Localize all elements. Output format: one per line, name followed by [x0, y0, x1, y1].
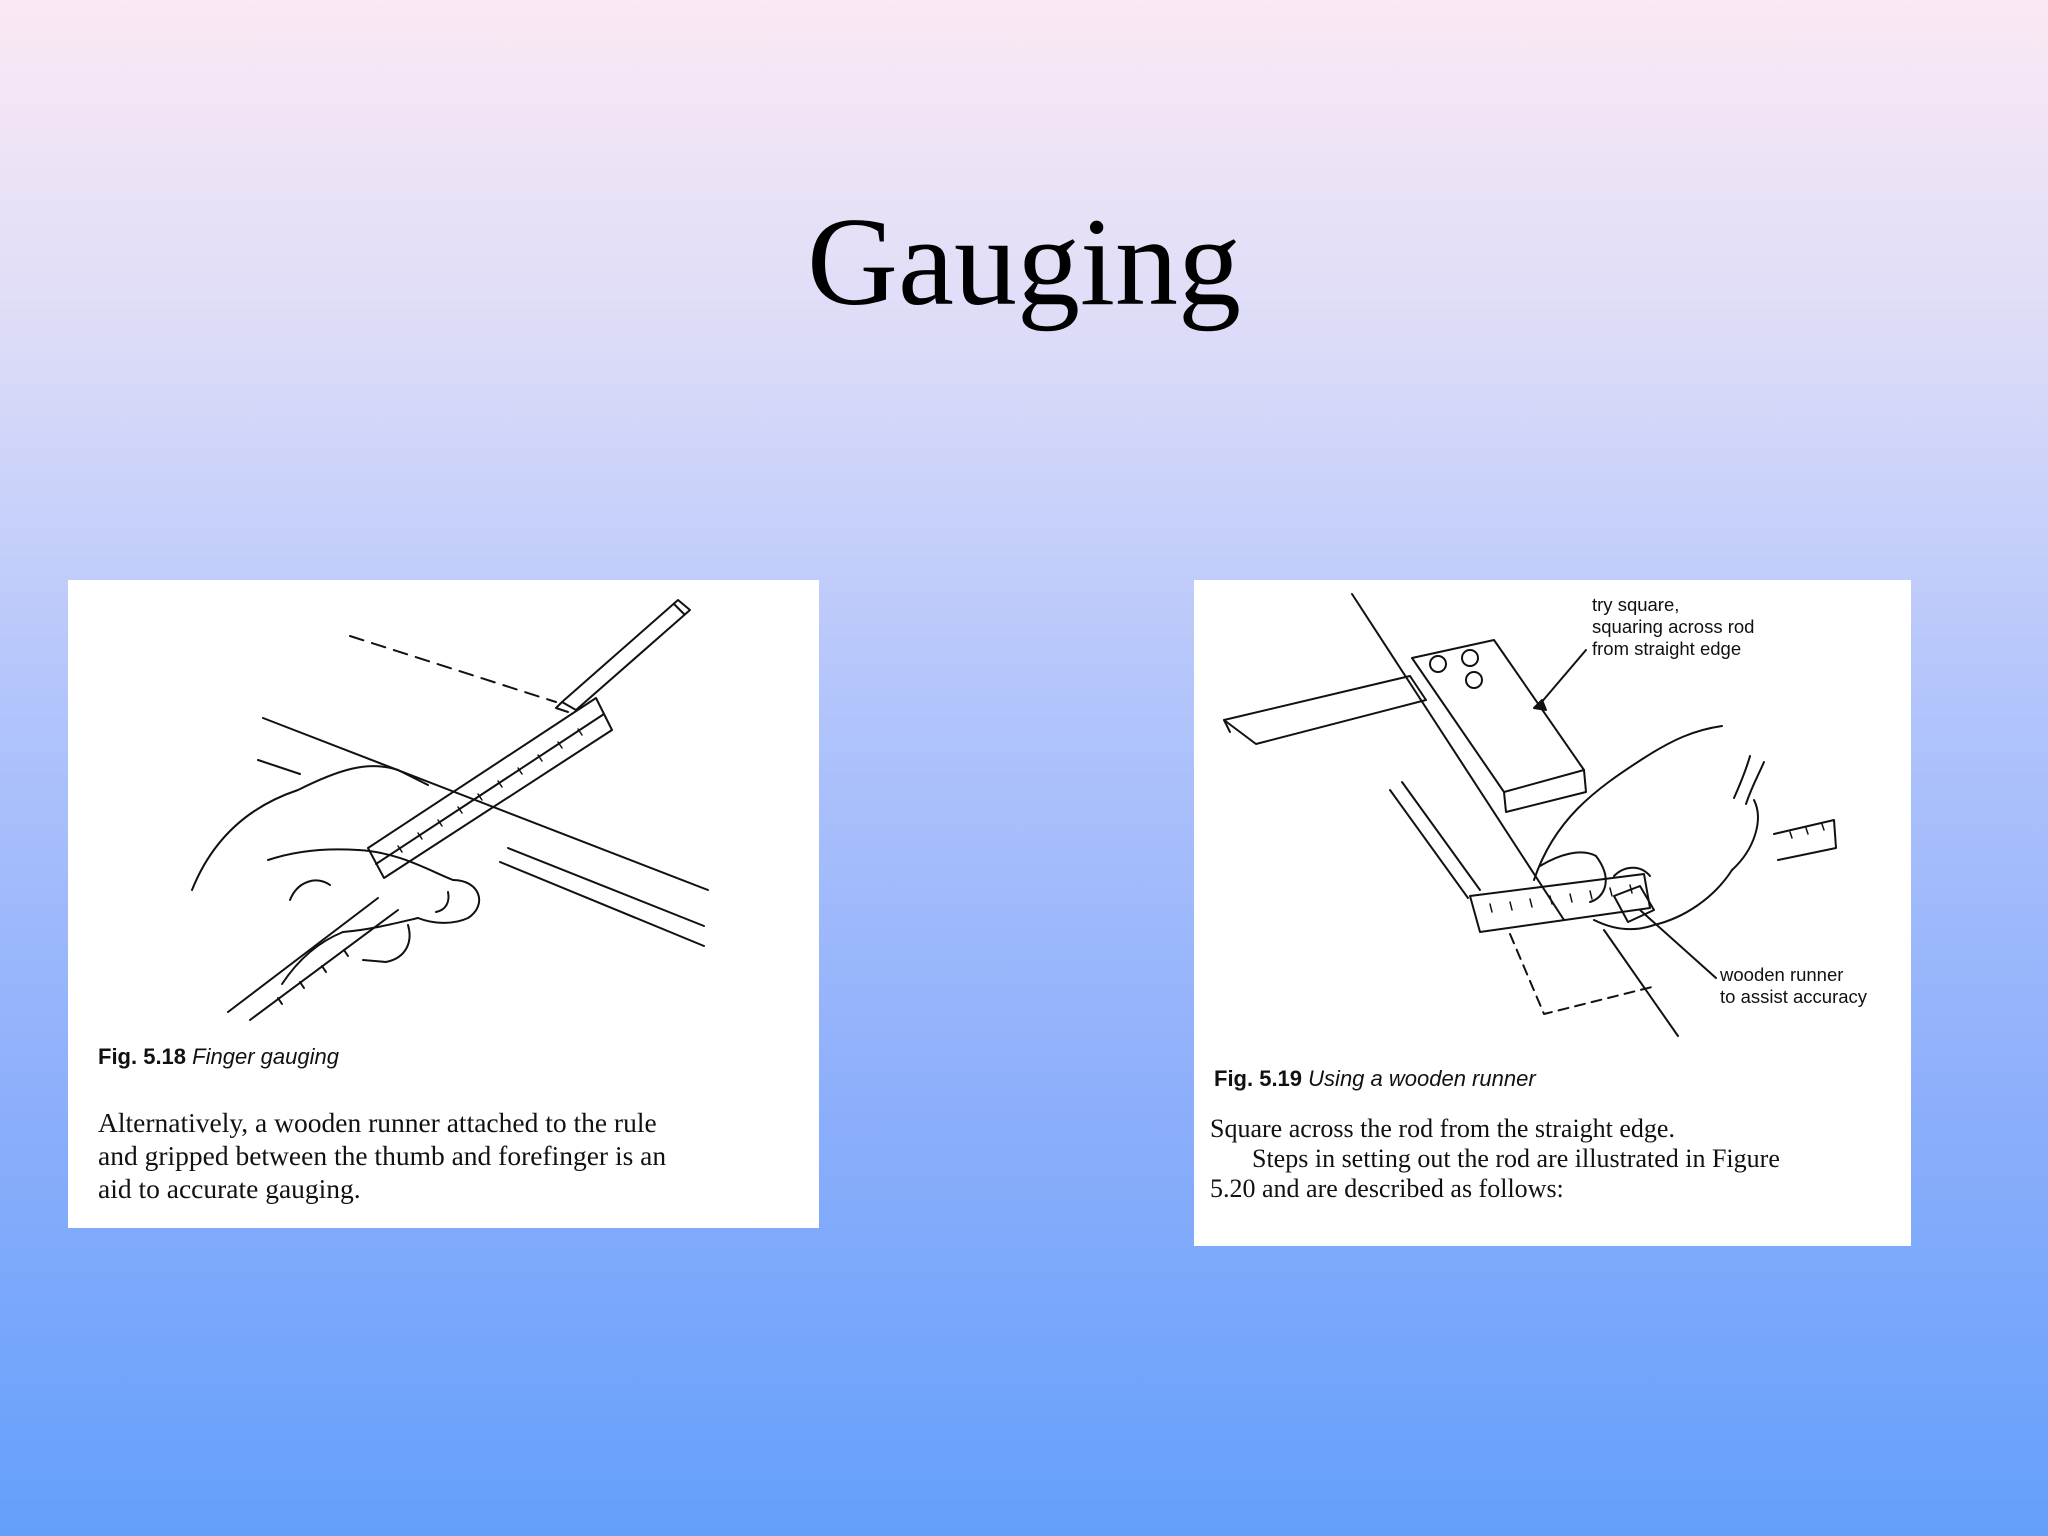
figure-title: Finger gauging [192, 1044, 339, 1069]
text-line: Square across the rod from the straight … [1210, 1114, 1675, 1143]
label-line: from straight edge [1592, 638, 1742, 659]
figure-number: Fig. 5.18 [98, 1044, 187, 1069]
label-line: try square, [1592, 594, 1680, 615]
text-line: Alternatively, a wooden runner attached … [98, 1107, 657, 1138]
figure-title: Using a wooden runner [1308, 1066, 1536, 1091]
figure-caption: Fig. 5.19 Using a wooden runner [1214, 1066, 1536, 1092]
figure-body-text: Square across the rod from the straight … [1210, 1114, 1780, 1204]
label-line: to assist accuracy [1720, 986, 1868, 1007]
label-wooden-runner: wooden runner to assist accuracy [1720, 964, 1867, 1008]
wooden-runner-illustration [1223, 593, 1837, 1037]
label-line: squaring across rod [1592, 616, 1755, 637]
slide-title: Gauging [807, 193, 1241, 332]
figure-body-text: Alternatively, a wooden runner attached … [98, 1106, 666, 1205]
text-line: aid to accurate gauging. [98, 1173, 361, 1204]
figure-panel-wooden-runner: try square, squaring across rod from str… [1194, 580, 1911, 1246]
figure-number: Fig. 5.19 [1214, 1066, 1303, 1091]
label-try-square: try square, squaring across rod from str… [1592, 594, 1754, 660]
text-line: and gripped between the thumb and forefi… [98, 1140, 667, 1171]
figure-caption: Fig. 5.18 Finger gauging [98, 1044, 339, 1070]
text-line: 5.20 and are described as follows: [1210, 1174, 1564, 1203]
finger-gauging-illustration [191, 599, 709, 1021]
label-line: wooden runner [1720, 964, 1844, 985]
figure-panel-finger-gauging: Fig. 5.18 Finger gauging Alternatively, … [68, 580, 819, 1228]
text-line: Steps in setting out the rod are illustr… [1252, 1144, 1780, 1173]
